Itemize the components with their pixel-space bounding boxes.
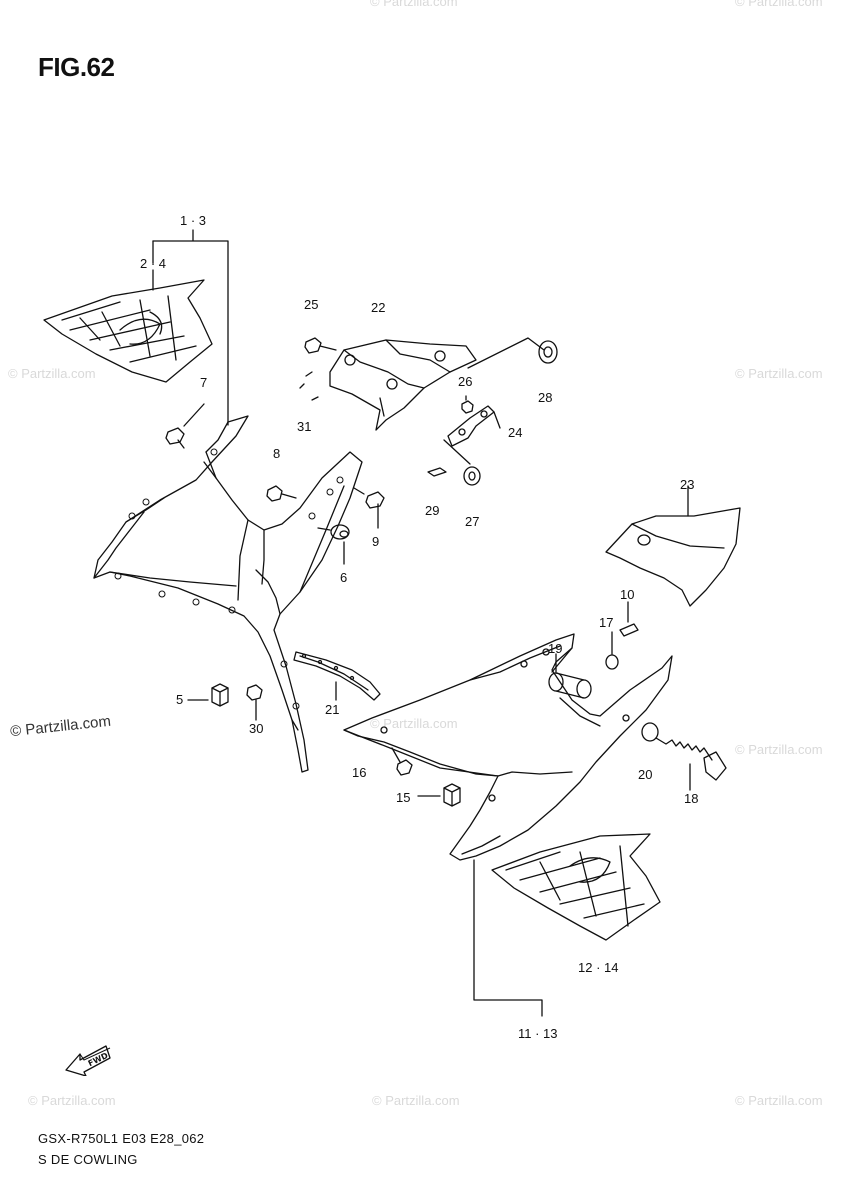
model-code: GSX-R750L1 E03 E28_062 [38,1131,205,1146]
callout-31: 31 [297,419,312,434]
callout-1-3: 1 · 3 [180,213,207,228]
nut-15 [417,783,461,807]
fwd-arrow-icon: FWD [65,1045,111,1076]
leader-1-3 [152,229,229,426]
clip-10 [619,601,639,637]
bolt-18 [641,722,727,791]
watermark: © Partzilla.com [28,1093,116,1108]
inner-panel-22 [329,339,477,431]
callout-2-4: 2 · 4 [140,256,167,271]
upper-decal-part [43,279,213,383]
callout-22: 22 [371,300,386,315]
callout-9: 9 [372,534,380,549]
grommet-27 [463,466,481,486]
callout-25: 25 [304,297,319,312]
nut-5 [187,683,229,707]
bracket-24 [447,405,501,447]
watermark: © Partzilla.com [735,366,823,381]
grommet-6 [317,524,350,565]
callout-30: 30 [249,721,264,736]
strip-21 [293,651,381,701]
fwd-arrow-label: FWD [87,1051,110,1068]
screw-8 [266,485,297,502]
clip-29 [427,467,447,477]
section-title: S DE COWLING [38,1152,138,1167]
clip-31-marks [299,371,319,401]
nut-26 [461,395,474,414]
callout-23: 23 [680,477,695,492]
callout-20: 20 [638,767,653,782]
leader-28 [467,337,545,369]
callout-21: 21 [325,702,340,717]
bolt-25 [304,337,337,354]
callout-11-13: 11 · 13 [518,1026,558,1041]
figure-title: FIG.62 [38,52,115,82]
callout-24: 24 [508,425,523,440]
watermark: © Partzilla.com [735,0,823,9]
lower-decal-part [491,833,661,941]
bolt-30 [246,684,263,721]
grommet-17 [605,631,619,670]
callout-12-14: 12 · 14 [578,960,619,975]
bolt-7 [165,403,205,449]
leader-27 [443,439,471,465]
upper-cowl-part [93,415,363,773]
callout-19: 19 [548,641,563,656]
callout-10: 10 [620,587,635,602]
leader-11-13 [473,859,543,1017]
callout-28: 28 [538,390,553,405]
watermark: © Partzilla.com [8,366,96,381]
panel-23 [605,485,741,607]
watermark: © Partzilla.com [370,0,458,9]
callout-5: 5 [176,692,184,707]
watermark: © Partzilla.com [735,742,823,757]
callout-26: 26 [458,374,473,389]
callout-18: 18 [684,791,699,806]
watermark: © Partzilla.com [370,716,458,731]
callout-29: 29 [425,503,440,518]
callout-6: 6 [340,570,348,585]
bolt-16 [391,747,413,776]
callout-27: 27 [465,514,480,529]
grommet-28 [538,340,558,364]
callout-8: 8 [273,446,281,461]
callout-15: 15 [396,790,411,805]
lower-cowl-part [343,633,673,861]
bolt-9 [353,487,385,529]
watermark: © Partzilla.com [372,1093,460,1108]
watermark: © Partzilla.com [735,1093,823,1108]
callout-16: 16 [352,765,367,780]
callout-7: 7 [200,375,208,390]
upper-cowl-holes [114,448,344,710]
callout-17: 17 [599,615,614,630]
